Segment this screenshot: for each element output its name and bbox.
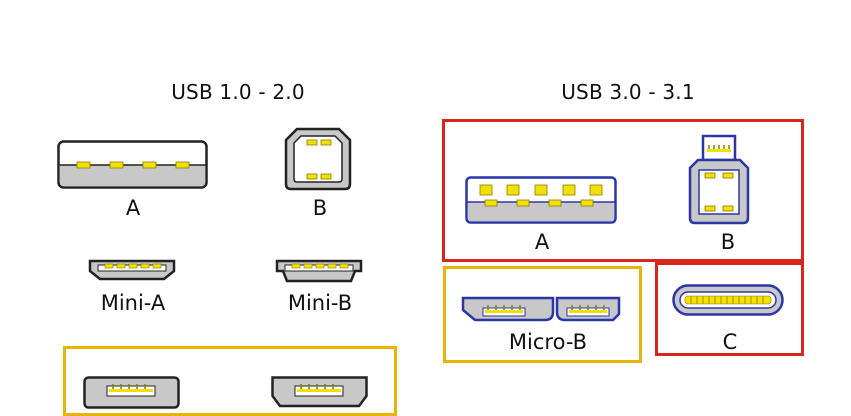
usb2-micro-b-connector-icon <box>271 376 368 408</box>
usb2-mini-b-connector-icon <box>275 259 363 283</box>
usb3-b-connector-icon <box>688 134 750 225</box>
usb2-micro-a-connector-icon <box>83 376 180 409</box>
usb3-ab-frame <box>442 119 804 262</box>
usb2-mini-a-connector-icon <box>88 259 176 281</box>
usb3-a-label: A <box>534 230 550 254</box>
usb3-c-label: C <box>722 330 738 354</box>
usb3-micro-b-label: Micro-B <box>508 330 588 354</box>
usb2-a-connector-icon <box>57 140 208 189</box>
usb2-mini-a-label: Mini-A <box>100 291 166 315</box>
usb3-a-connector-icon <box>465 176 617 224</box>
usb2-group-title: USB 1.0 - 2.0 <box>171 80 305 104</box>
usb3-c-connector-icon <box>672 284 784 316</box>
usb2-b-connector-icon <box>284 127 352 191</box>
usb3-micro-b-connector-icon <box>461 296 621 322</box>
usb3-b-label: B <box>720 230 736 254</box>
usb2-mini-b-label: Mini-B <box>287 291 353 315</box>
usb3-group-title: USB 3.0 - 3.1 <box>561 80 695 104</box>
usb2-b-label: B <box>312 196 328 220</box>
usb3-c-frame <box>655 262 804 356</box>
usb2-a-label: A <box>125 196 141 220</box>
usb3-micro-b-frame <box>443 266 642 363</box>
